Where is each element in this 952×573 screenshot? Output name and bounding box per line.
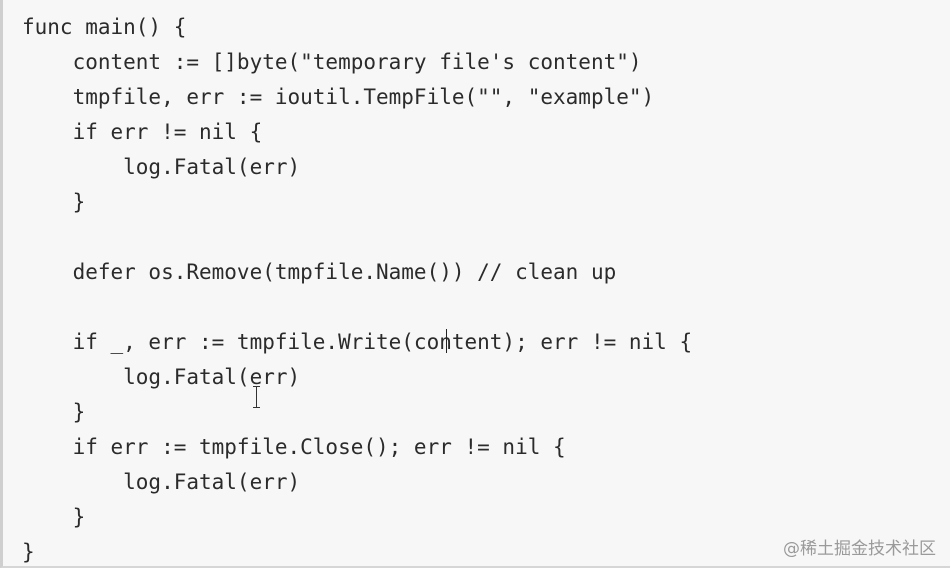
code-line-16: }	[22, 540, 35, 564]
code-line-1: func main() {	[22, 15, 187, 39]
code-line-6: }	[22, 190, 86, 214]
ibeam-cursor-icon	[252, 386, 261, 408]
code-line-11: log.Fatal(err)	[22, 365, 301, 389]
code-line-15: }	[22, 505, 86, 529]
code-line-12: }	[22, 400, 86, 424]
code-line-8: defer os.Remove(tmpfile.Name()) // clean…	[22, 260, 617, 284]
code-line-10: if _, err := tmpfile.Write(content); err…	[22, 330, 693, 354]
code-line-5: log.Fatal(err)	[22, 155, 301, 179]
code-line-14: log.Fatal(err)	[22, 470, 301, 494]
watermark: @稀土掘金技术社区	[783, 539, 936, 559]
code-block[interactable]: func main() { content := []byte("tempora…	[22, 10, 950, 570]
text-insertion-caret	[446, 329, 447, 353]
code-line-4: if err != nil {	[22, 120, 263, 144]
code-line-9	[22, 290, 950, 325]
code-line-7	[22, 220, 950, 255]
code-line-2: content := []byte("temporary file's cont…	[22, 50, 642, 74]
code-line-3: tmpfile, err := ioutil.TempFile("", "exa…	[22, 85, 655, 109]
code-line-13: if err := tmpfile.Close(); err != nil {	[22, 435, 566, 459]
